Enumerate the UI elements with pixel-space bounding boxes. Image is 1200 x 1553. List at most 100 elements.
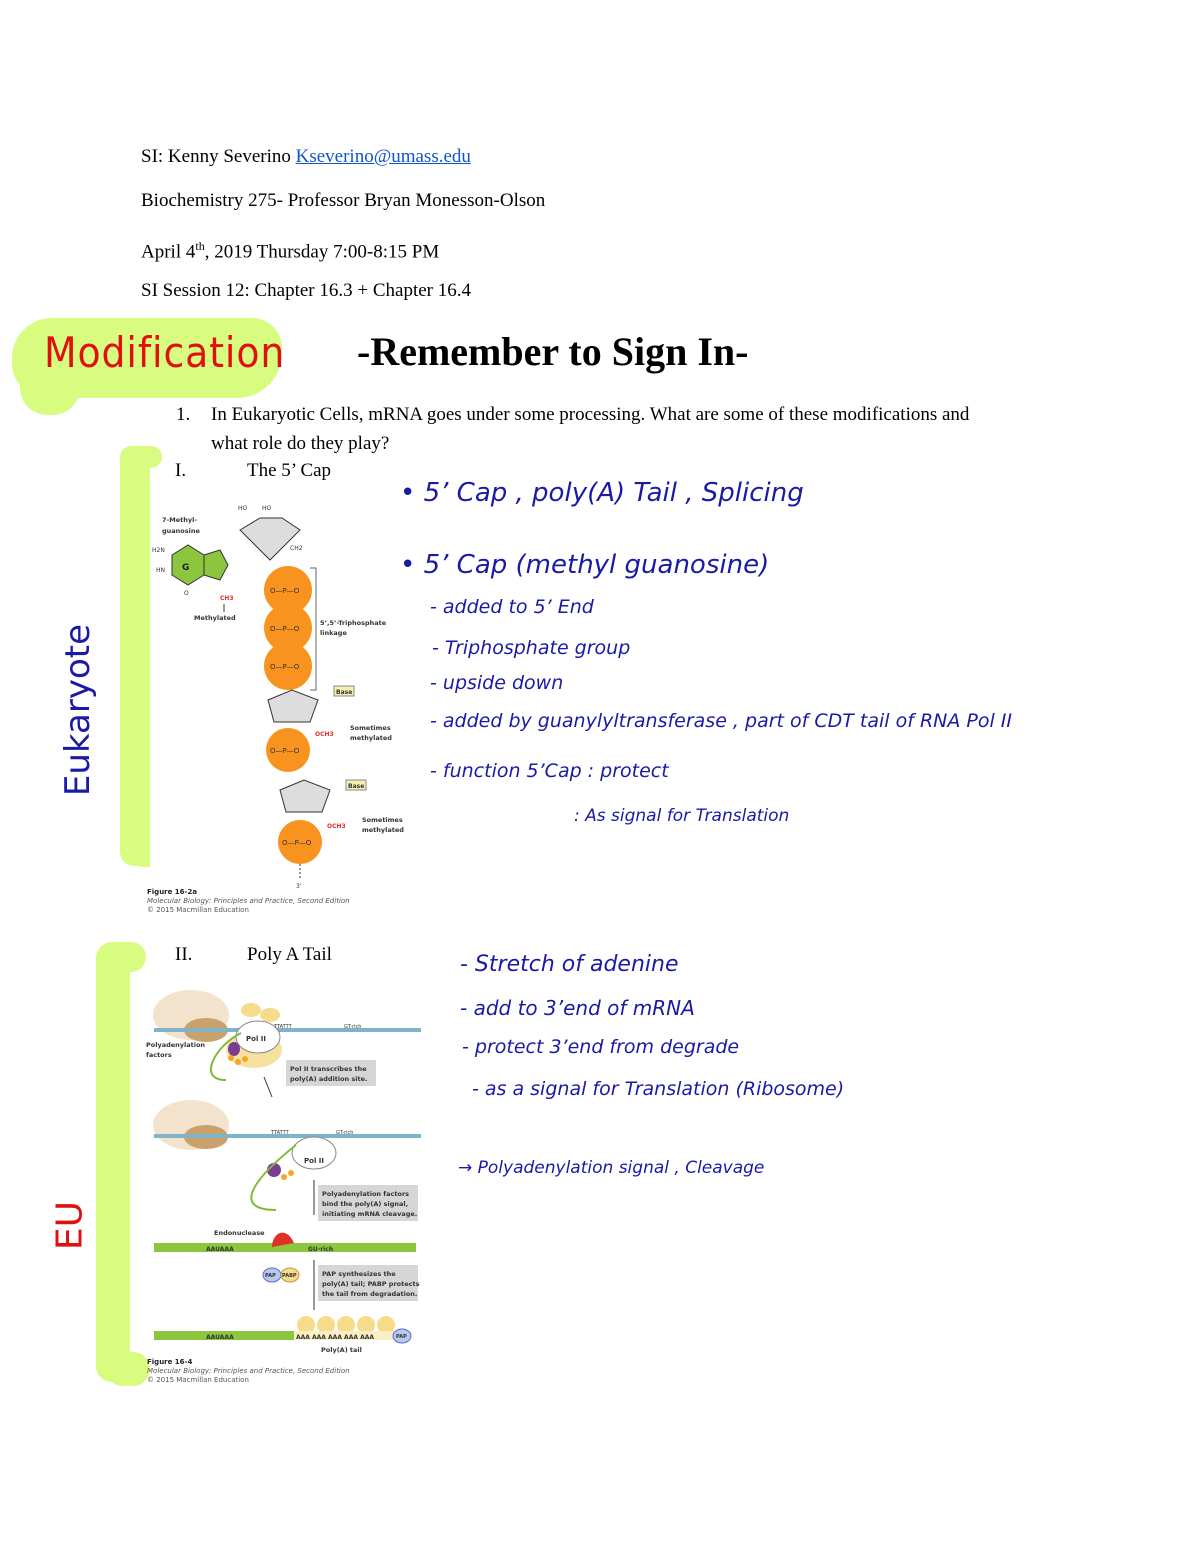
- svg-text:Pol II: Pol II: [304, 1157, 324, 1165]
- note-line: : As signal for Translation: [574, 806, 790, 826]
- eu-annotation: EU: [49, 1200, 91, 1251]
- svg-text:GT-rich: GT-rich: [336, 1130, 353, 1136]
- figure-caption-16-2a: Figure 16-2a Molecular Biology: Principl…: [147, 888, 350, 915]
- section-heading-5-cap: I. The 5’ Cap: [175, 460, 331, 482]
- note-line: - protect 3’end from degrade: [462, 1036, 740, 1058]
- svg-text:the tail from degradation.: the tail from degradation.: [322, 1290, 417, 1298]
- svg-text:GT-rich: GT-rich: [344, 1024, 361, 1030]
- svg-text:HO: HO: [262, 505, 272, 512]
- svg-text:5’,5’-Triphosphate: 5’,5’-Triphosphate: [320, 619, 387, 627]
- section-title: The 5’ Cap: [247, 460, 332, 481]
- svg-text:Methylated: Methylated: [194, 614, 236, 622]
- svg-text:PAP synthesizes the: PAP synthesizes the: [322, 1270, 396, 1278]
- svg-text:Pol II transcribes the: Pol II transcribes the: [290, 1065, 367, 1073]
- course-line: Biochemistry 275- Professor Bryan Moness…: [141, 190, 546, 211]
- note-line: - Stretch of adenine: [460, 952, 679, 977]
- note-line: - added to 5’ End: [430, 596, 594, 618]
- svg-text:PAP: PAP: [396, 1334, 407, 1340]
- svg-text:O—P—O: O—P—O: [270, 747, 300, 755]
- svg-text:Sometimes: Sometimes: [362, 816, 403, 824]
- svg-text:OCH3: OCH3: [315, 731, 334, 738]
- svg-text:Polyadenylation factors: Polyadenylation factors: [322, 1190, 409, 1198]
- question-text: In Eukaryotic Cells, mRNA goes under som…: [211, 404, 970, 454]
- eu-bracket-bottom: [106, 1352, 150, 1386]
- polyadenylation-diagram: Pol II TTATTT GT-rich Polyadenylation fa…: [146, 990, 421, 1354]
- svg-text:Polyadenylation: Polyadenylation: [146, 1041, 205, 1049]
- caption-title: Figure 16-2a: [147, 888, 198, 896]
- svg-text:initiating mRNA cleavage.: initiating mRNA cleavage.: [322, 1210, 417, 1218]
- question-1: 1. In Eukaryotic Cells, mRNA goes under …: [176, 400, 996, 458]
- date-suffix: , 2019 Thursday 7:00-8:15 PM: [204, 241, 440, 263]
- note-line: - upside down: [430, 672, 564, 694]
- svg-text:TTATTT: TTATTT: [270, 1130, 290, 1136]
- section-title: Poly A Tail: [247, 944, 332, 965]
- svg-text:AAUAAA: AAUAAA: [206, 1334, 234, 1341]
- eukaryote-bracket-vertical: [120, 446, 150, 866]
- svg-text:OCH3: OCH3: [327, 823, 346, 830]
- svg-text:TTATTT: TTATTT: [273, 1024, 293, 1030]
- eukaryote-bracket-top: [120, 446, 162, 468]
- svg-text:Sometimes: Sometimes: [350, 724, 391, 732]
- date-ordinal: th: [195, 239, 205, 253]
- svg-text:linkage: linkage: [320, 629, 347, 637]
- svg-text:Endonuclease: Endonuclease: [214, 1229, 265, 1237]
- five-prime-cap-diagram: G H2N HN O CH3 Methylated 7-Methyl- guan…: [152, 505, 404, 890]
- caption-source: Molecular Biology: Principles and Practi…: [147, 897, 350, 905]
- svg-text:poly(A) tail; PABP protects: poly(A) tail; PABP protects: [322, 1280, 420, 1288]
- caption-copyright: © 2015 Macmillan Education: [147, 906, 249, 914]
- svg-text:3’: 3’: [296, 883, 302, 890]
- caption-title: Figure 16-4: [147, 1358, 193, 1366]
- svg-text:GU-rich: GU-rich: [308, 1246, 333, 1253]
- svg-text:CH2: CH2: [290, 545, 303, 552]
- session-line: SI Session 12: Chapter 16.3 + Chapter 16…: [141, 280, 471, 301]
- date-prefix: April 4: [141, 241, 196, 263]
- poly-a-tail-figure: Pol II TTATTT GT-rich Polyadenylation fa…: [146, 985, 426, 1355]
- five-prime-cap-figure: G H2N HN O CH3 Methylated 7-Methyl- guan…: [150, 500, 415, 920]
- svg-text:HO: HO: [238, 505, 248, 512]
- eukaryote-annotation: Eukaryote: [58, 623, 98, 797]
- note-line: - as a signal for Translation (Ribosome): [472, 1078, 845, 1100]
- section-numeral: I.: [175, 460, 187, 481]
- note-line: - add to 3’end of mRNA: [460, 996, 695, 1020]
- note-line: • 5’ Cap (methyl guanosine): [400, 550, 770, 580]
- svg-text:O—P—O: O—P—O: [270, 625, 300, 633]
- svg-text:AAUAAA: AAUAAA: [206, 1246, 234, 1253]
- svg-text:H2N: H2N: [152, 547, 165, 554]
- si-email-link[interactable]: Kseverino@umass.edu: [295, 146, 471, 167]
- modification-annotation: Modification: [44, 328, 286, 377]
- svg-text:poly(A) addition site.: poly(A) addition site.: [290, 1075, 368, 1083]
- svg-text:Base: Base: [348, 783, 364, 790]
- svg-text:bind the poly(A) signal,: bind the poly(A) signal,: [322, 1200, 408, 1208]
- svg-text:guanosine: guanosine: [162, 527, 200, 535]
- modification-highlight-tail: [20, 360, 80, 415]
- note-line: - added by guanylyltransferase , part of…: [430, 710, 1013, 732]
- svg-text:Pol II: Pol II: [246, 1035, 266, 1043]
- svg-text:PAP: PAP: [265, 1273, 276, 1279]
- section-heading-poly-a-tail: II.Poly A Tail: [175, 944, 332, 966]
- svg-text:Base: Base: [336, 689, 352, 696]
- si-leader-label: SI: Kenny Severino: [141, 146, 296, 167]
- caption-source: Molecular Biology: Principles and Practi…: [147, 1367, 350, 1375]
- date-line: April 4th, 2019 Thursday 7:00-8:15 PM: [141, 235, 439, 263]
- note-line: • 5’ Cap , poly(A) Tail , Splicing: [400, 478, 804, 508]
- svg-text:HN: HN: [156, 567, 165, 574]
- svg-text:AAA AAA AAA AAA AAA: AAA AAA AAA AAA AAA: [296, 1334, 374, 1341]
- eu-bracket-top: [106, 942, 146, 972]
- svg-text:G: G: [182, 563, 189, 573]
- svg-text:methylated: methylated: [362, 826, 404, 834]
- svg-text:O—P—O: O—P—O: [270, 663, 300, 671]
- caption-copyright: © 2015 Macmillan Education: [147, 1376, 249, 1384]
- svg-text:CH3: CH3: [220, 595, 234, 602]
- svg-text:factors: factors: [146, 1051, 172, 1059]
- si-leader-line: SI: Kenny Severino Kseverino@umass.edu: [141, 146, 471, 168]
- page-title: -Remember to Sign In-: [357, 329, 749, 374]
- svg-text:O—P—O: O—P—O: [282, 839, 312, 847]
- note-line: → Polyadenylation signal , Cleavage: [458, 1158, 765, 1178]
- eu-bracket-vertical: [96, 942, 130, 1382]
- note-line: - Triphosphate group: [432, 637, 631, 659]
- question-number: 1.: [176, 404, 191, 425]
- svg-text:Poly(A) tail: Poly(A) tail: [321, 1346, 362, 1354]
- note-line: - function 5’Cap : protect: [430, 760, 669, 782]
- svg-text:O—P—O: O—P—O: [270, 587, 300, 595]
- svg-text:7-Methyl-: 7-Methyl-: [162, 516, 197, 524]
